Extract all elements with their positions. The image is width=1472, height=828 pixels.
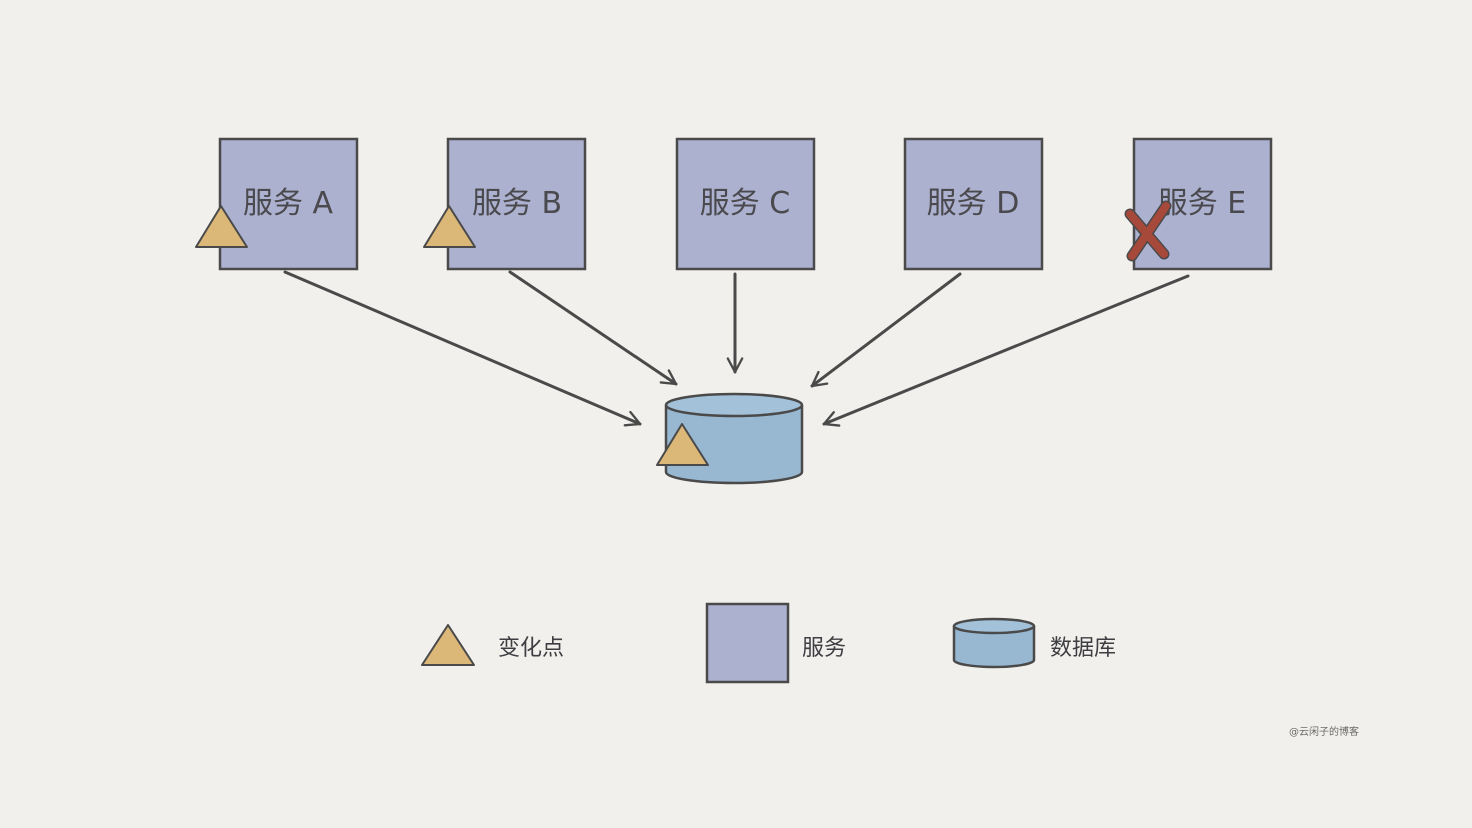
legend-service-label: 服务 bbox=[802, 636, 846, 661]
arrow-b-to-db bbox=[508, 270, 678, 386]
legend-database-body bbox=[952, 626, 1036, 669]
arrows bbox=[283, 270, 1190, 427]
service-a: 服务 A bbox=[195, 137, 359, 271]
service-b-label: 服务 B bbox=[472, 186, 562, 221]
service-b: 服务 B bbox=[423, 137, 587, 271]
service-c-box bbox=[675, 137, 816, 271]
service-d-label: 服务 D bbox=[927, 186, 1020, 221]
service-e-label: 服务 E bbox=[1158, 186, 1247, 221]
legend-change-point-label: 变化点 bbox=[498, 636, 564, 661]
service-d-box bbox=[903, 137, 1044, 271]
change-point-icon bbox=[195, 205, 248, 248]
legend-database-label: 数据库 bbox=[1050, 636, 1116, 661]
arrow-d-to-db bbox=[810, 272, 962, 388]
service-c: 服务 C bbox=[675, 137, 816, 271]
legend-change-point-icon bbox=[421, 624, 475, 666]
change-point-icon bbox=[656, 423, 709, 466]
database-top bbox=[664, 392, 804, 418]
change-point-icon bbox=[423, 205, 476, 248]
database bbox=[656, 392, 804, 485]
arrow-e-to-db bbox=[822, 274, 1190, 427]
service-e: 服务 E bbox=[1124, 137, 1273, 271]
legend: 变化点 服务 数据库 bbox=[421, 602, 1116, 684]
service-d: 服务 D bbox=[903, 137, 1044, 271]
arrow-a-to-db bbox=[283, 270, 642, 427]
credit-text: @云闲子的博客 bbox=[1289, 725, 1359, 738]
service-a-label: 服务 A bbox=[243, 186, 334, 221]
failure-x-icon bbox=[1124, 200, 1172, 262]
legend-database-top bbox=[952, 617, 1036, 635]
legend-service-swatch bbox=[705, 602, 790, 684]
service-c-label: 服务 C bbox=[700, 186, 790, 221]
